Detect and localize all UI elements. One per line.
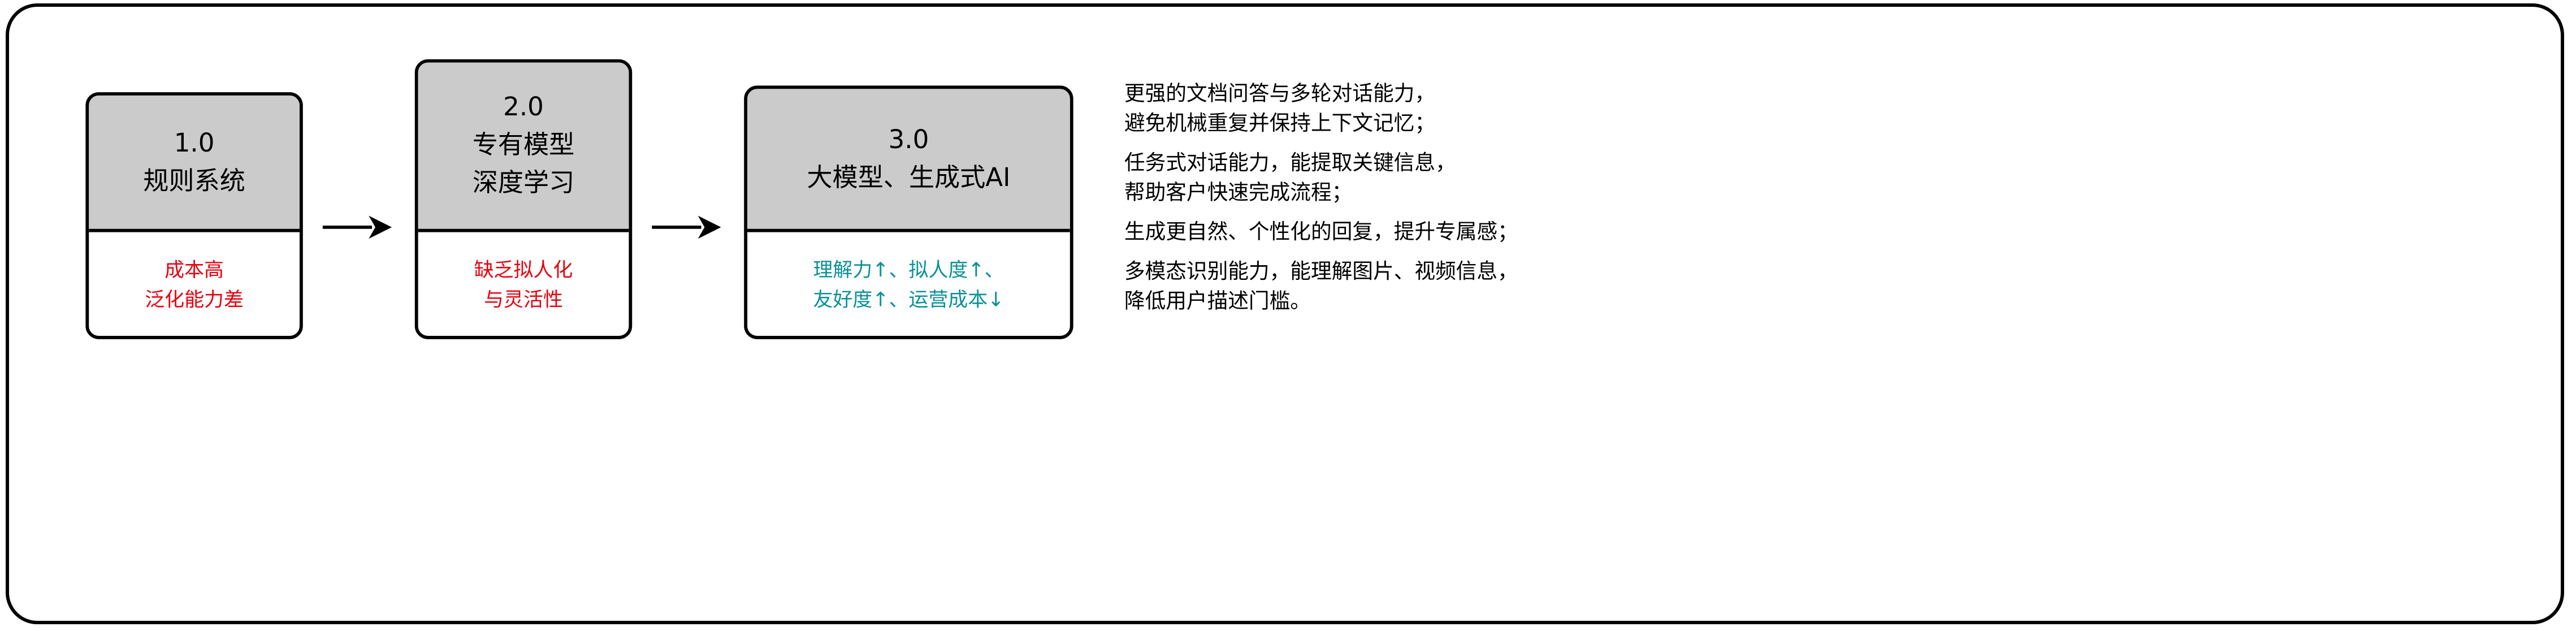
stage-title-1: 规则系统 [143,165,245,196]
stage-version-1: 1.0 [174,127,215,158]
stage-desc-line: 缺乏拟人化 [474,257,573,281]
note-line: 生成更自然、个性化的回复，提升专属感； [1124,219,1518,244]
stage-desc-line: 理解力↑、拟人度↑、 [813,257,1005,281]
note-item: 更强的文档问答与多轮对话能力， 避免机械重复并保持上下文记忆； [1124,79,1638,139]
stage-box-3: 3.0 大模型、生成式AI 理解力↑、拟人度↑、 友好度↑、运营成本↓ [744,85,1073,339]
note-item: 生成更自然、个性化的回复，提升专属感； [1124,217,1638,247]
note-line: 避免机械重复并保持上下文记忆； [1124,110,1435,135]
stage-header-2: 2.0 专有模型 深度学习 [418,62,629,232]
note-line: 帮助客户快速完成流程； [1124,179,1353,205]
stage-box-1: 1.0 规则系统 成本高 泛化能力差 [85,92,303,339]
diagram: 1.0 规则系统 成本高 泛化能力差 2.0 专有模型 深度学习 缺乏拟人化 与… [0,0,1646,403]
stage-desc-3: 理解力↑、拟人度↑、 友好度↑、运营成本↓ [747,232,1070,336]
stage-version-2: 2.0 [503,92,544,122]
stage-title-2: 专有模型 [472,130,575,160]
note-line: 更强的文档问答与多轮对话能力， [1124,80,1435,106]
note-line: 降低用户描述门槛。 [1124,288,1311,313]
stage-desc-1: 成本高 泛化能力差 [89,232,300,336]
stage-desc-2: 缺乏拟人化 与灵活性 [418,232,629,336]
note-item: 任务式对话能力，能提取关键信息， 帮助客户快速完成流程； [1124,148,1638,208]
note-line: 多模态识别能力，能理解图片、视频信息， [1124,258,1518,283]
stage-desc-line: 与灵活性 [484,287,563,310]
stage-box-2: 2.0 专有模型 深度学习 缺乏拟人化 与灵活性 [414,59,633,339]
note-line: 任务式对话能力，能提取关键信息， [1124,149,1456,175]
feature-notes: 更强的文档问答与多轮对话能力， 避免机械重复并保持上下文记忆； 任务式对话能力，… [1124,79,1638,326]
stage-header-1: 1.0 规则系统 [89,95,300,232]
stage-desc-line: 友好度↑、运营成本↓ [813,287,1005,310]
stage-version-3: 3.0 [888,124,929,154]
arrow-right-icon [322,215,392,239]
stage-desc-line: 泛化能力差 [145,287,244,310]
stage-desc-line: 成本高 [164,257,224,281]
outer-frame [6,3,2564,624]
stage-title-2b: 深度学习 [472,168,575,198]
stage-header-3: 3.0 大模型、生成式AI [747,89,1070,232]
stage-title-3: 大模型、生成式AI [807,162,1011,192]
note-item: 多模态识别能力，能理解图片、视频信息， 降低用户描述门槛。 [1124,257,1638,316]
arrow-right-icon [652,215,721,239]
